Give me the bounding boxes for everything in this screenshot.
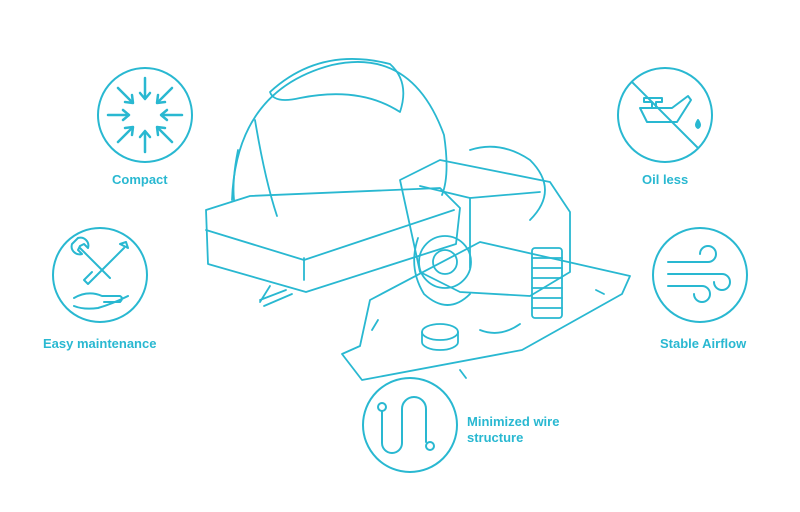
minimized-wire-label: Minimized wire structure	[467, 414, 559, 446]
easy-maintenance-label: Easy maintenance	[43, 336, 157, 351]
compress-arrows-icon	[97, 67, 193, 163]
compact-label: Compact	[112, 172, 168, 187]
tools-hand-icon	[52, 227, 148, 323]
stable-airflow-label: Stable Airflow	[660, 336, 747, 351]
no-oil-can-icon	[617, 67, 713, 163]
wind-icon	[652, 227, 748, 323]
air-pump-illustration	[205, 58, 631, 381]
minimized-wire-label-line2: structure	[467, 430, 524, 445]
minimized-wire-label-line1: Minimized wire	[467, 414, 560, 429]
wire-icon	[362, 377, 458, 473]
oil-less-label: Oil less	[642, 172, 689, 187]
